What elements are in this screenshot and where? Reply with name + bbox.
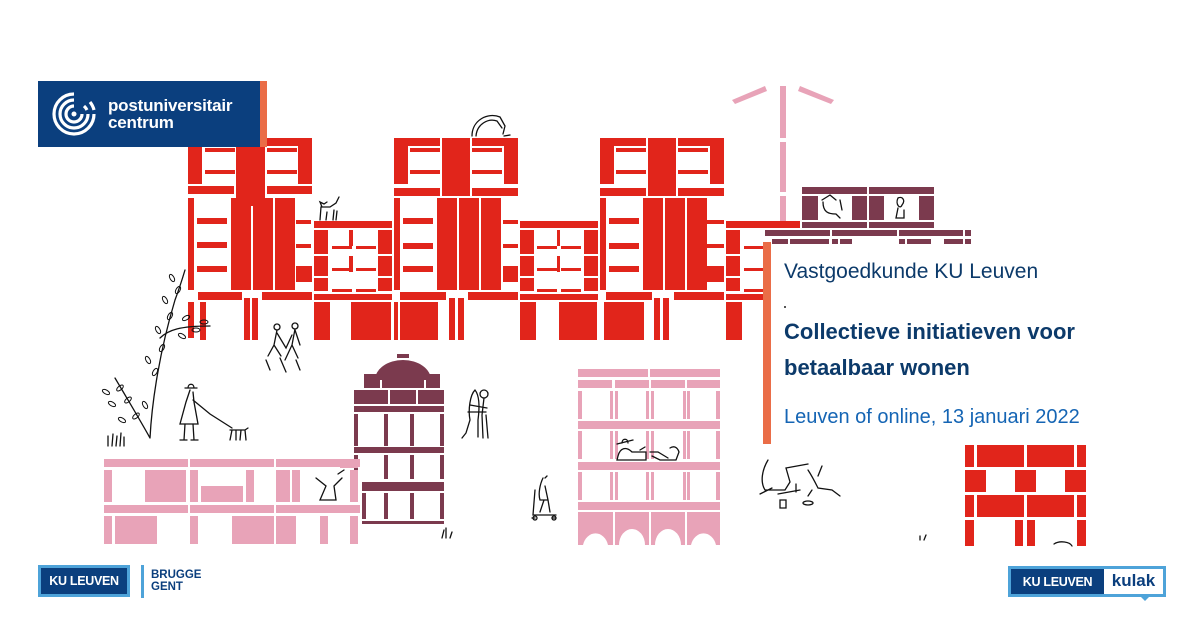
maroon-tower (354, 354, 444, 524)
campus-brugge-gent: BRUGGE GENT (151, 569, 201, 593)
puc-logo-line1: postuniversitair (108, 96, 233, 115)
line-drawings (101, 114, 1073, 547)
organizer-label: Vastgoedkunde KU Leuven (784, 260, 1039, 283)
pink-arcade-building (578, 369, 720, 545)
puc-spiral-icon (52, 92, 96, 136)
kulak-logo-campus: kulak (1104, 569, 1163, 594)
kulak-logo-name: KU LEUVEN (1011, 569, 1104, 594)
puc-logo-accent-bar (260, 81, 267, 147)
red-building-block (188, 138, 1086, 546)
ku-leuven-kulak-logo[interactable]: KU LEUVEN kulak (1008, 566, 1166, 597)
campus-line1: BRUGGE (151, 569, 202, 581)
event-location-date: Leuven of online, 13 januari 2022 (784, 406, 1080, 428)
title-accent-bar (763, 242, 771, 444)
ku-leuven-logo-left[interactable]: KU LEUVEN (38, 565, 130, 597)
event-title: Collectieve initiatieven voor betaalbaar… (784, 319, 1075, 380)
campus-line2: GENT (151, 581, 183, 593)
pink-pole (732, 86, 834, 221)
kulak-logo-notch (1140, 596, 1150, 601)
campus-divider (141, 565, 144, 598)
separator-dot (784, 306, 786, 308)
puc-logo-line2: centrum (108, 113, 174, 132)
postuniversitair-centrum-logo[interactable]: postuniversitair centrum (38, 81, 260, 147)
pink-low-building (104, 459, 360, 544)
maroon-terrace (765, 187, 971, 244)
